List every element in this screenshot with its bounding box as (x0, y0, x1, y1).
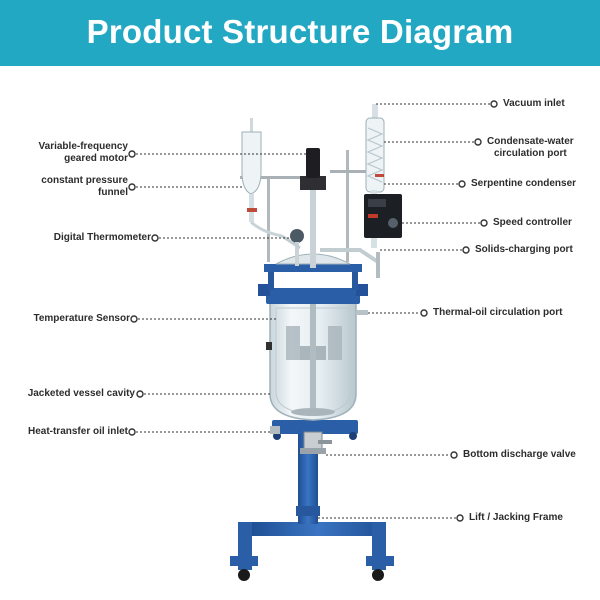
marker-solids-port (462, 246, 470, 254)
label-discharge-valve: Bottom discharge valve (463, 449, 576, 460)
title-banner (0, 0, 600, 66)
label-temp-sensor: Temperature Sensor (33, 313, 130, 324)
funnel (241, 131, 262, 195)
marker-vacuum-inlet (490, 100, 498, 108)
label-solids-port: Solids-charging port (475, 244, 573, 255)
marker-jacking-frame (456, 514, 464, 522)
marker-oil-inlet (128, 428, 136, 436)
label-jacking-frame: Lift / Jacking Frame (469, 512, 563, 523)
thermometer-head (290, 229, 304, 243)
label-condensate-port: Condensate-water circulation port (487, 136, 574, 159)
marker-discharge-valve (450, 451, 458, 459)
caster-left (238, 569, 250, 581)
bottom-ring (272, 420, 358, 434)
label-vacuum-inlet: Vacuum inlet (503, 98, 565, 109)
marker-speed-controller (480, 219, 488, 227)
marker-condensate-port (474, 138, 482, 146)
support-column (298, 432, 318, 524)
marker-motor (128, 150, 136, 158)
marker-thermometer (151, 234, 159, 242)
top-flange (266, 288, 360, 304)
base-crossbar (250, 522, 386, 536)
marker-temp-sensor (130, 315, 138, 323)
motor (306, 148, 320, 178)
label-motor: Variable-frequency geared motor (38, 141, 128, 164)
marker-serpentine (458, 180, 466, 188)
marker-thermal-oil-port (420, 309, 428, 317)
reactor-illustration (230, 104, 402, 581)
label-speed-controller: Speed controller (493, 217, 572, 228)
label-funnel: constant pressure funnel (41, 175, 128, 198)
label-vessel-cavity: Jacketed vessel cavity (27, 388, 135, 399)
marker-vessel-cavity (136, 390, 144, 398)
label-oil-inlet: Heat-transfer oil inlet (27, 426, 128, 437)
stirrer-shaft (310, 188, 316, 268)
label-thermal-oil-port: Thermal-oil circulation port (433, 307, 563, 318)
label-thermometer: Digital Thermometer (53, 232, 151, 243)
caster-right (372, 569, 384, 581)
label-serpentine: Serpentine condenser (471, 178, 577, 189)
page-title: Product Structure Diagram (86, 13, 514, 50)
marker-funnel (128, 183, 136, 191)
